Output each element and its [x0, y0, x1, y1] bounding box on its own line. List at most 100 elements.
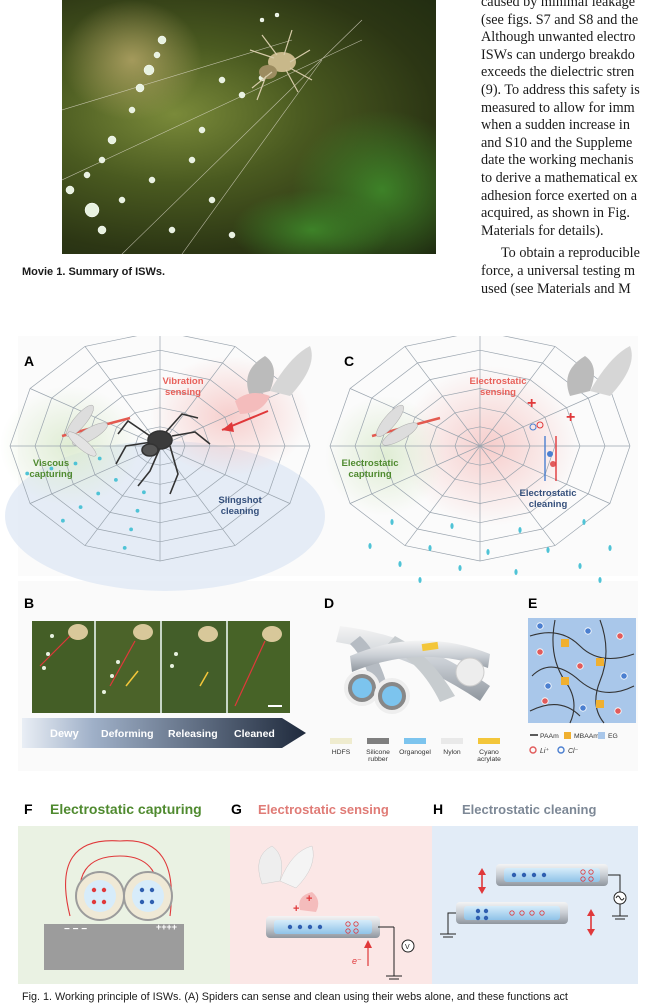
web-spiral-thread: [59, 368, 261, 524]
falling-droplet: [418, 577, 422, 583]
web-spiral-thread: [109, 407, 211, 485]
legend-swatch: [330, 738, 352, 744]
legend-label: PAAm: [540, 733, 559, 740]
web-spiral-thread: [354, 349, 606, 543]
web-spiral-thread: [329, 336, 631, 562]
water-droplet: [97, 456, 102, 461]
web-spiral-thread: [454, 426, 506, 466]
falling-droplet: [598, 577, 602, 583]
panel-f-illustration: − − − ++++: [44, 840, 184, 970]
falling-droplet: [546, 547, 550, 553]
panel-f-title: Electrostatic capturing: [50, 801, 202, 817]
spider-icon: [249, 29, 313, 101]
panel-g-title: Electrostatic sensing: [258, 802, 389, 817]
charge-symbols: + +: [527, 395, 575, 481]
falling-droplet: [518, 527, 522, 533]
water-droplet: [78, 505, 83, 509]
legend-swatch: [529, 746, 537, 754]
svg-text:+: +: [306, 893, 312, 905]
process-arrow: [22, 718, 306, 748]
organogel-network-illustration: [528, 618, 636, 724]
water-droplet: [61, 518, 65, 523]
panel-g-illustration: + + V e⁻: [258, 845, 415, 980]
figure-caption: Fig. 1. Working principle of ISWs. (A) S…: [22, 991, 568, 1003]
web-spiral-thread: [134, 426, 186, 466]
svg-text:e⁻: e⁻: [352, 956, 362, 966]
web-spiral-thread: [9, 336, 311, 562]
legend-label: MBAAm: [574, 733, 599, 740]
web-spiral-thread: [379, 368, 581, 524]
falling-droplet: [398, 561, 402, 567]
spider-icon: [115, 413, 211, 495]
body-text-line: (see figs. S7 and S8 and the: [481, 11, 639, 28]
body-text-line: (9). To address this safety is: [481, 81, 640, 98]
dragonfly-icon: [371, 404, 441, 446]
falling-droplet: [578, 563, 582, 569]
falling-droplet: [458, 565, 462, 571]
panel-b-letter: B: [24, 595, 34, 611]
panel-h-letter: H: [433, 801, 443, 817]
water-droplet: [114, 478, 118, 482]
water-droplet: [135, 508, 140, 513]
panel-a-web: [0, 336, 325, 591]
body-text-line: Materials for details).: [481, 222, 604, 239]
panel-e-letter: E: [528, 595, 537, 611]
step-cleaned-label: Cleaned: [234, 728, 275, 740]
water-droplet: [49, 466, 54, 471]
body-text-line: date the working mechanis: [481, 152, 634, 169]
legend-swatch: [557, 746, 565, 754]
water-droplet: [96, 491, 101, 496]
legend-swatch: [564, 732, 571, 739]
legend-label: HDFS: [332, 749, 351, 756]
body-text-line: exceeds the dielectric stren: [481, 64, 635, 81]
svg-text:+: +: [527, 395, 536, 412]
svg-text:V: V: [405, 944, 410, 951]
body-text-line: caused by minimal leakage: [481, 0, 636, 10]
spider-web-photo: [62, 0, 436, 254]
panel-c-web: + +: [325, 336, 632, 583]
legend-swatch: [598, 732, 605, 739]
legend-swatch: [478, 738, 500, 744]
legend-label: Cl⁻: [568, 748, 579, 755]
legend-swatch: [404, 738, 426, 744]
body-text-line: when a sudden increase in: [481, 117, 630, 134]
movie-still-photo: [62, 0, 436, 254]
panel-g-letter: G: [231, 801, 242, 817]
legend-label: EG: [608, 733, 618, 740]
web-spiral-thread: [404, 388, 556, 504]
web-spiral-thread: [34, 349, 286, 543]
body-text-line: and S10 and the Suppleme: [481, 134, 633, 151]
butterfly-icon: [567, 346, 632, 396]
panel-d-letter: D: [324, 595, 334, 611]
step-deforming-label: Deforming: [101, 728, 154, 740]
legend-swatch: [367, 738, 389, 744]
falling-droplet: [514, 569, 518, 575]
body-text-line: measured to allow for imm: [481, 99, 635, 116]
panel-f-letter: F: [24, 801, 33, 817]
falling-droplet: [390, 519, 394, 525]
movie-caption: Movie 1. Summary of ISWs.: [22, 266, 166, 278]
svg-text:+: +: [293, 903, 299, 915]
water-droplet: [129, 527, 134, 532]
panel-a-letter: A: [24, 353, 34, 369]
falling-droplet: [608, 545, 612, 551]
butterfly-icon: [235, 346, 312, 414]
water-droplet: [142, 490, 146, 495]
body-text-line: to derive a mathematical ex: [481, 169, 638, 186]
legend-label: Nylon: [443, 749, 461, 756]
step-dewy-label: Dewy: [50, 728, 80, 740]
body-text-line: force, a universal testing m: [481, 262, 636, 279]
legend-label: Li⁺: [540, 747, 549, 755]
panel-h-title: Electrostatic cleaning: [462, 802, 596, 817]
falling-droplet: [582, 519, 586, 525]
dragonfly-icon: [61, 404, 131, 457]
body-text-line: Although unwanted electro: [481, 29, 636, 46]
